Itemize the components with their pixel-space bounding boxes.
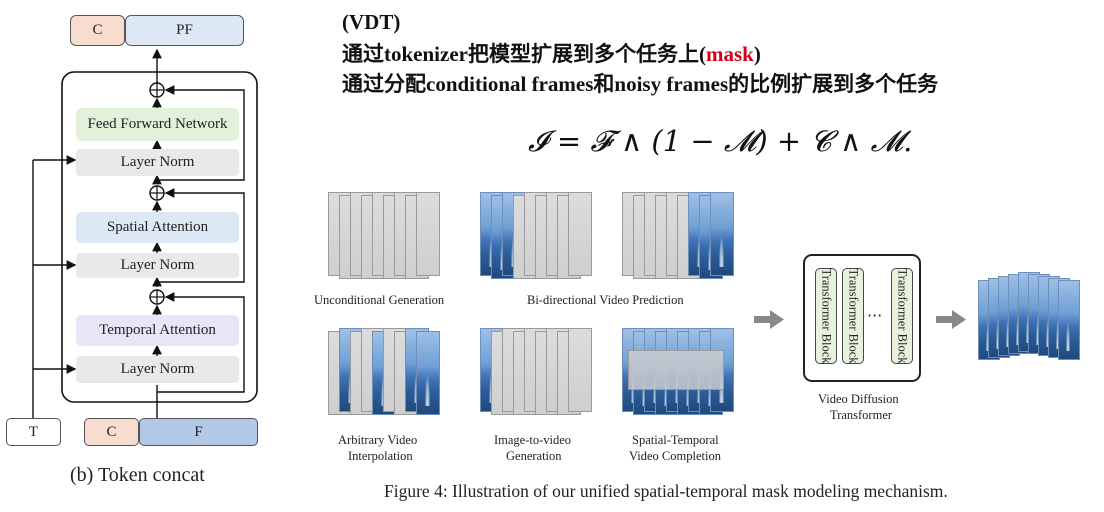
spatial-attention-block: Spatial Attention	[76, 212, 239, 243]
arrow-to-output-icon	[936, 310, 966, 329]
top-pf-token: PF	[125, 15, 244, 46]
temporal-attention-block: Temporal Attention	[76, 315, 239, 346]
residual-add-icon	[149, 289, 165, 305]
residual-add-icon	[149, 185, 165, 201]
header-line-2: 通过tokenizer把模型扩展到多个任务上(mask)	[342, 38, 761, 68]
vdt-caption-2: Transformer	[830, 408, 893, 422]
token-concat-caption: (b) Token concat	[70, 464, 205, 486]
interpolation-frames	[328, 328, 448, 418]
token-concat-connectors	[32, 48, 258, 418]
vdt-caption-1: Video Diffusion	[818, 392, 899, 406]
header-line-2-prefix: 通过tokenizer把模型扩展到多个任务上(	[342, 42, 706, 66]
image-to-video-label-2: Generation	[506, 449, 562, 463]
top-c-token: C	[70, 15, 125, 46]
transformer-block-n: Transformer Block	[891, 268, 913, 364]
interpolation-label-2: Interpolation	[348, 449, 413, 463]
layer-norm-block-1: Layer Norm	[76, 149, 239, 176]
feed-forward-network-block: Feed Forward Network	[76, 108, 239, 141]
layer-norm-block-2: Layer Norm	[76, 253, 239, 278]
spatial-temporal-label-2: Video Completion	[629, 449, 721, 463]
spatial-temporal-frames	[622, 328, 742, 418]
mask-formula: 𝓘 = 𝓕 ∧ (1 − 𝓜) + 𝓒 ∧ 𝓜.	[528, 124, 913, 158]
bidirectional-frames-right	[622, 192, 742, 282]
interpolation-label-1: Arbitrary Video	[338, 433, 418, 447]
bidirectional-prediction-label: Bi-directional Video Prediction	[527, 293, 684, 307]
transformer-block-outline	[61, 71, 258, 403]
input-c-token: C	[84, 418, 139, 446]
input-f-token: F	[139, 418, 258, 446]
video-diffusion-transformer-box: Transformer Block Transformer Block ··· …	[803, 254, 921, 382]
transformer-block-1: Transformer Block	[815, 268, 837, 364]
header-line-2-suffix: )	[753, 42, 761, 66]
layer-norm-block-3: Layer Norm	[76, 356, 239, 383]
arrow-to-transformer-icon	[754, 310, 784, 329]
residual-add-icon	[149, 82, 165, 98]
image-to-video-frames	[480, 328, 600, 418]
output-video-frames	[978, 272, 1098, 364]
header-line-1: (VDT)	[342, 10, 401, 34]
unconditional-frames	[328, 192, 448, 282]
bidirectional-frames-left	[480, 192, 600, 282]
unconditional-generation-label: Unconditional Generation	[314, 293, 445, 307]
transformer-block-2: Transformer Block	[842, 268, 864, 364]
ellipsis: ···	[867, 306, 883, 325]
header-line-3: 通过分配conditional frames和noisy frames的比例扩展…	[342, 72, 939, 96]
spatial-temporal-label-1: Spatial-Temporal	[632, 433, 719, 447]
image-to-video-label-1: Image-to-video	[494, 433, 572, 447]
figure-caption: Figure 4: Illustration of our unified sp…	[384, 481, 948, 501]
header-mask-word: mask	[705, 42, 754, 66]
input-t-token: T	[6, 418, 61, 446]
